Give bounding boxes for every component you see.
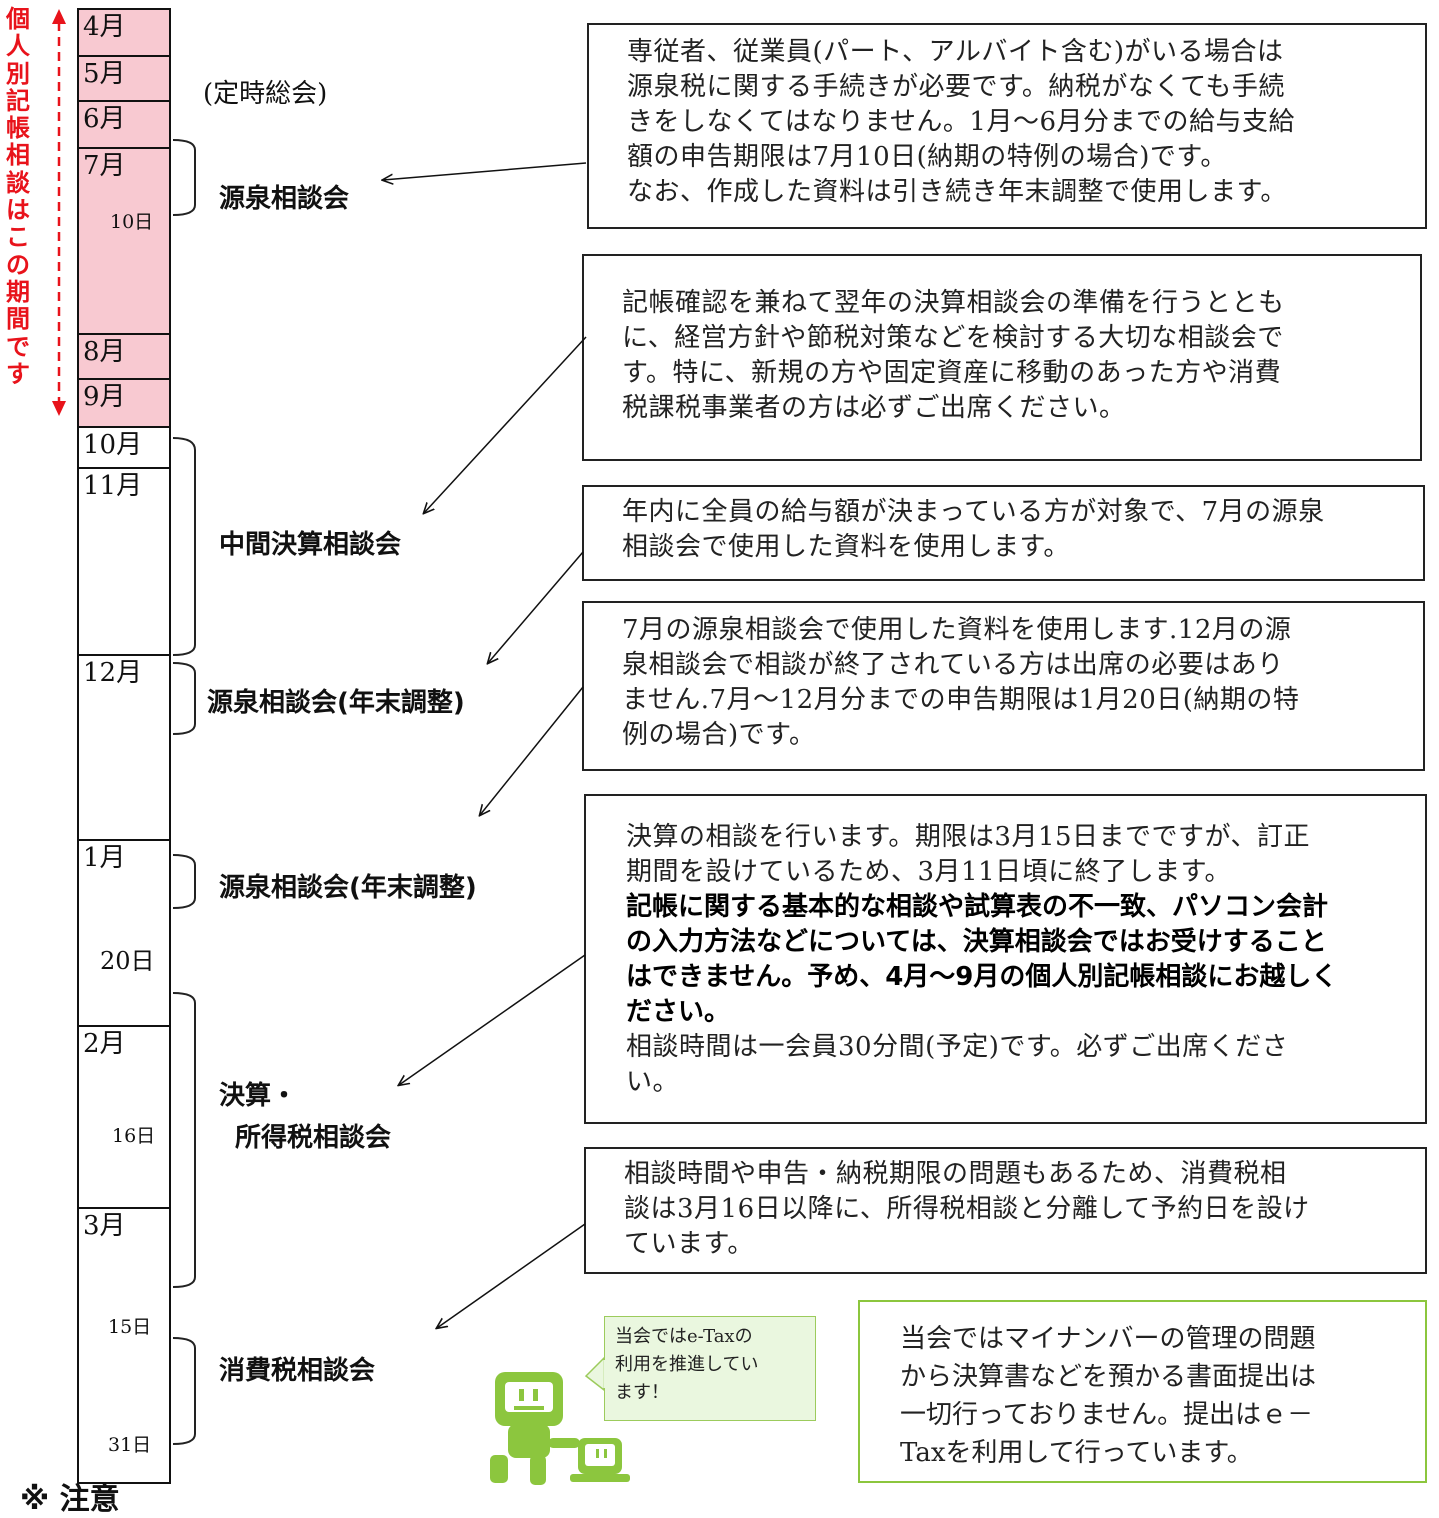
bubble-tail <box>584 1356 605 1392</box>
stage-settlement-line2: 所得税相談会 <box>235 1123 392 1153</box>
text-line: きをしなくてはなりません。1月～6月分までの給与支給 <box>627 107 1296 137</box>
text-line: から決算書などを預かる書面提出は <box>900 1362 1317 1392</box>
stage-yearend-adjustment-dec: 源泉相談会(年末調整) <box>207 688 465 718</box>
bubble-line: ます！ <box>615 1382 669 1403</box>
text-line: い。 <box>626 1067 680 1097</box>
text-line-bold: の入力方法などについては、決算相談会ではお受けすること <box>626 927 1327 957</box>
interim-description-box: 記帳確認を兼ねて翌年の決算相談会の準備を行うととも に、経営方針や節税対策などを… <box>582 254 1422 461</box>
month-cell-aug: 8月 <box>77 333 171 380</box>
period-brackets <box>172 139 196 1445</box>
day-jul-10: 10日 <box>110 211 154 233</box>
text-line: 相談時間や申告・納税期限の問題もあるため、消費税相 <box>624 1159 1287 1189</box>
yearend-jan-description-box: 7月の源泉相談会で使用した資料を使用します.12月の源 泉相談会で相談が終了され… <box>582 601 1425 771</box>
text-line: す。特に、新規の方や固定資産に移動のあった方や消費 <box>622 358 1282 388</box>
month-cell-jul: 7月 <box>77 147 171 335</box>
month-cell-may: 5月 <box>77 55 171 102</box>
text-line: ません.7月～12月分までの申告期限は1月20日(納期の特 <box>622 685 1300 715</box>
text-line: 専従者、従業員(パート、アルバイト含む)がいる場合は <box>627 37 1284 67</box>
red-period-arrow <box>52 9 66 416</box>
text-line: 相談時間は一会員30分間(予定)です。必ずご出席くださ <box>626 1032 1289 1062</box>
text-line: 税課税事業者の方は必ずご出席ください。 <box>622 393 1126 423</box>
text-line: なお、作成した資料は引き続き年末調整で使用します。 <box>627 177 1287 207</box>
month-cell-sep: 9月 <box>77 378 171 428</box>
mynumber-notice-box: 当会ではマイナンバーの管理の問題 から決算書などを預かる書面提出は 一切行ってお… <box>858 1300 1427 1483</box>
month-cell-nov: 11月 <box>77 467 171 656</box>
text-line: 額の申告期限は7月10日(納期の特例の場合)です。 <box>627 142 1227 172</box>
text-line: 源泉税に関する手続きが必要です。納税がなくても手続 <box>627 72 1285 102</box>
text-line: 談は3月16日以降に、所得税相談と分離して予約日を設け <box>624 1194 1310 1224</box>
stage-settlement-line1: 決算・ <box>219 1081 298 1111</box>
month-cell-mar: 3月 <box>77 1207 171 1484</box>
text-line: 当会ではマイナンバーの管理の問題 <box>900 1324 1316 1354</box>
day-feb-16: 16日 <box>112 1125 156 1147</box>
text-line-bold: ださい。 <box>626 997 731 1027</box>
text-line: 期間を設けているため、3月11日頃に終了します。 <box>626 857 1232 887</box>
text-line: 記帳確認を兼ねて翌年の決算相談会の準備を行うととも <box>622 288 1285 318</box>
text-line: 年内に全員の給与額が決まっている方が対象で、7月の源泉 <box>622 497 1325 527</box>
settlement-description-box: 決算の相談を行います。期限は3月15日までですが、訂正 期間を設けているため、3… <box>584 794 1427 1124</box>
etax-speech-bubble: 当会ではe-Taxの 利用を推進してい ます！ <box>604 1316 816 1421</box>
day-mar-31: 31日 <box>108 1434 152 1456</box>
text-line: ています。 <box>624 1229 754 1259</box>
bubble-line: 利用を推進してい <box>615 1354 759 1375</box>
connector-arrows <box>383 162 587 1328</box>
text-line-bold: 記帳に関する基本的な相談や試算表の不一致、パソコン会計 <box>626 892 1329 922</box>
text-line: 相談会で使用した資料を使用します。 <box>622 532 1070 562</box>
text-line: 7月の源泉相談会で使用した資料を使用します.12月の源 <box>622 615 1292 645</box>
annual-meeting-label: (定時総会) <box>203 79 328 109</box>
stage-interim-settlement: 中間決算相談会 <box>219 530 402 560</box>
bubble-line: 当会ではe-Taxの <box>615 1326 753 1347</box>
text-line: Taxを利用して行っています。 <box>900 1438 1253 1468</box>
month-cell-jan: 1月 <box>77 839 171 1027</box>
individual-consultation-label: 個人別記帳相談はこの期間です <box>6 5 30 388</box>
day-jan-20: 20日 <box>100 947 155 975</box>
text-line: 決算の相談を行います。期限は3月15日までですが、訂正 <box>626 822 1311 852</box>
stage-consumption-tax: 消費税相談会 <box>219 1356 376 1386</box>
yearend-dec-description-box: 年内に全員の給与額が決まっている方が対象で、7月の源泉 相談会で使用した資料を使… <box>582 485 1425 581</box>
text-line: 例の場合)です。 <box>622 720 816 750</box>
stage-yearend-adjustment-jan: 源泉相談会(年末調整) <box>219 873 477 903</box>
consumption-description-box: 相談時間や申告・納税期限の問題もあるため、消費税相 談は3月16日以降に、所得税… <box>584 1147 1427 1274</box>
text-line: 一切行っておりません。提出はｅ－ <box>900 1400 1314 1430</box>
text-line: 泉相談会で相談が終了されている方は出席の必要はあり <box>622 650 1284 680</box>
withholding-description-box: 専従者、従業員(パート、アルバイト含む)がいる場合は 源泉税に関する手続きが必要… <box>587 23 1427 229</box>
day-mar-15: 15日 <box>108 1316 152 1338</box>
etax-mascot-icon <box>490 1372 630 1485</box>
stage-withholding: 源泉相談会 <box>219 184 350 214</box>
text-line-bold: はできません。予め、4月～9月の個人別記帳相談にお越しく <box>626 962 1338 992</box>
text-line: に、経営方針や節税対策などを検討する大切な相談会で <box>622 323 1284 353</box>
